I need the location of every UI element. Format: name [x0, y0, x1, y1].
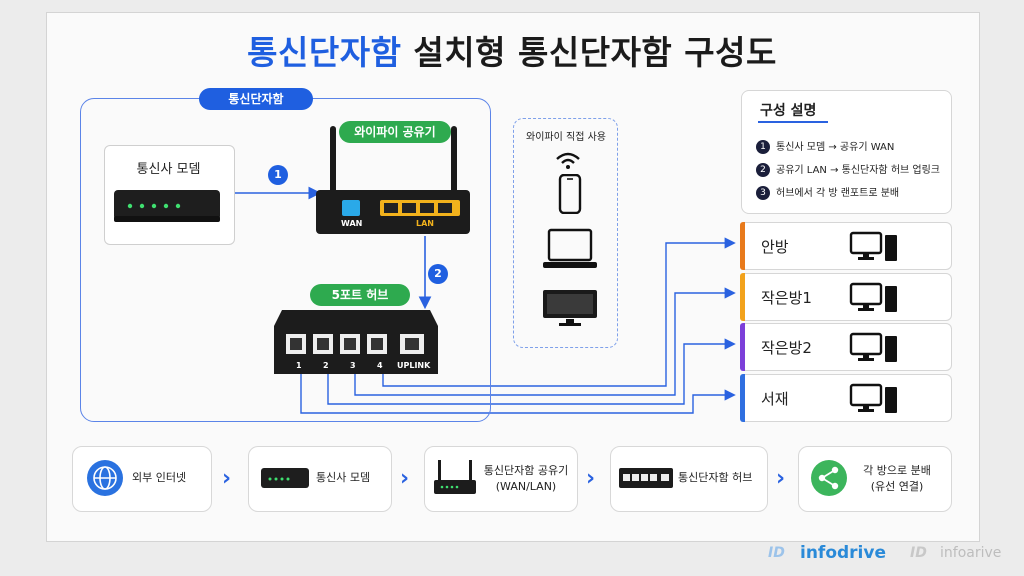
monitor-icon — [543, 290, 597, 326]
flow-label-4: 통신단자함 허브 — [678, 471, 753, 484]
room-card-3: 작은방2 — [740, 323, 952, 371]
watermark-mark: ID — [768, 545, 785, 561]
step-badge-1: 1 — [268, 165, 288, 185]
wifi-icon — [556, 152, 580, 169]
legend-num-2: 2 — [756, 163, 770, 177]
port1-line — [300, 372, 736, 414]
router-label: 와이파이 공유기 — [339, 121, 451, 143]
legend-item-3: 3 허브에서 각 방 랜포트로 분배 — [756, 184, 899, 200]
room-accent-4 — [740, 374, 745, 422]
step-badge-2: 2 — [428, 264, 448, 284]
wan-port-label: WAN — [341, 219, 363, 228]
legend-text-1: 통신사 모뎀 → 공유기 WAN — [776, 142, 895, 153]
hub-port-3: 3 — [350, 361, 356, 370]
phone-icon — [558, 174, 582, 214]
port3-line — [354, 287, 736, 396]
globe-icon — [87, 460, 123, 496]
legend-item-1: 1 통신사 모뎀 → 공유기 WAN — [756, 138, 894, 154]
hub-port-1: 1 — [296, 361, 302, 370]
legend-title: 구성 설명 — [760, 103, 817, 119]
flow-step-3 — [424, 446, 578, 512]
hub-icon — [274, 310, 438, 374]
room-label-1: 안방 — [761, 238, 789, 256]
legend-num-3: 3 — [756, 186, 770, 200]
flow-label-5: 각 방으로 분배 (유선 연결) — [863, 464, 931, 493]
modem-icon — [261, 468, 309, 488]
legend-underline — [758, 121, 828, 123]
desktop-pc-icon — [849, 332, 897, 362]
laptop-icon — [543, 228, 597, 268]
chevron-right-icon: › — [776, 466, 786, 491]
modem-icon — [114, 190, 220, 222]
port4-line — [382, 237, 736, 387]
legend-num-1: 1 — [756, 140, 770, 154]
room-label-2: 작은방1 — [761, 289, 812, 307]
share-icon — [811, 460, 847, 496]
legend-text-3: 허브에서 각 방 랜포트로 분배 — [776, 188, 900, 199]
modem-label: 통신사 모뎀 — [136, 162, 201, 177]
title-accent: 통신단자함 — [247, 33, 402, 72]
page-title: 통신단자함 설치형 통신단자함 구성도 — [0, 26, 1024, 74]
room-accent-1 — [740, 222, 745, 270]
hub-port-4: 4 — [377, 361, 383, 370]
hub-icon — [619, 468, 673, 488]
watermark-brand: infodrive — [800, 543, 886, 563]
room-card-1: 안방 — [740, 222, 952, 270]
hub-port-2: 2 — [323, 361, 329, 370]
lan-port-label: LAN — [416, 219, 434, 228]
chevron-right-icon: › — [586, 466, 596, 491]
room-label-4: 서재 — [761, 390, 789, 408]
flow-label-3: 통신단자함 공유기 (WAN/LAN) — [483, 464, 569, 493]
desktop-pc-icon — [849, 231, 897, 261]
legend-item-2: 2 공유기 LAN → 통신단자함 허브 업링크 — [756, 161, 940, 177]
desktop-pc-icon — [849, 383, 897, 413]
room-accent-3 — [740, 323, 745, 371]
room-accent-2 — [740, 273, 745, 321]
enclosure-label: 통신단자함 — [199, 88, 313, 110]
wifi-devices-box — [513, 118, 618, 348]
flow-label-1: 외부 인터넷 — [132, 471, 187, 484]
legend-text-2: 공유기 LAN → 통신단자함 허브 업링크 — [776, 165, 940, 176]
port2-line — [327, 338, 736, 405]
chevron-right-icon: › — [222, 466, 232, 491]
chevron-right-icon: › — [400, 466, 410, 491]
watermark-brand-2: infoarive — [940, 545, 1002, 561]
desktop-pc-icon — [849, 282, 897, 312]
room-card-2: 작은방1 — [740, 273, 952, 321]
title-rest: 설치형 통신단자함 구성도 — [401, 33, 777, 72]
room-label-3: 작은방2 — [761, 339, 812, 357]
hub-label: 5포트 허브 — [310, 284, 410, 306]
room-card-4: 서재 — [740, 374, 952, 422]
router-icon — [316, 126, 470, 234]
wifi-box-label: 와이파이 직접 사용 — [526, 132, 606, 143]
router-icon — [434, 460, 476, 494]
legend-card — [741, 90, 952, 214]
flow-label-2: 통신사 모뎀 — [316, 471, 371, 484]
hub-port-uplink: UPLINK — [397, 361, 431, 370]
watermark-mark-2: ID — [910, 545, 927, 561]
